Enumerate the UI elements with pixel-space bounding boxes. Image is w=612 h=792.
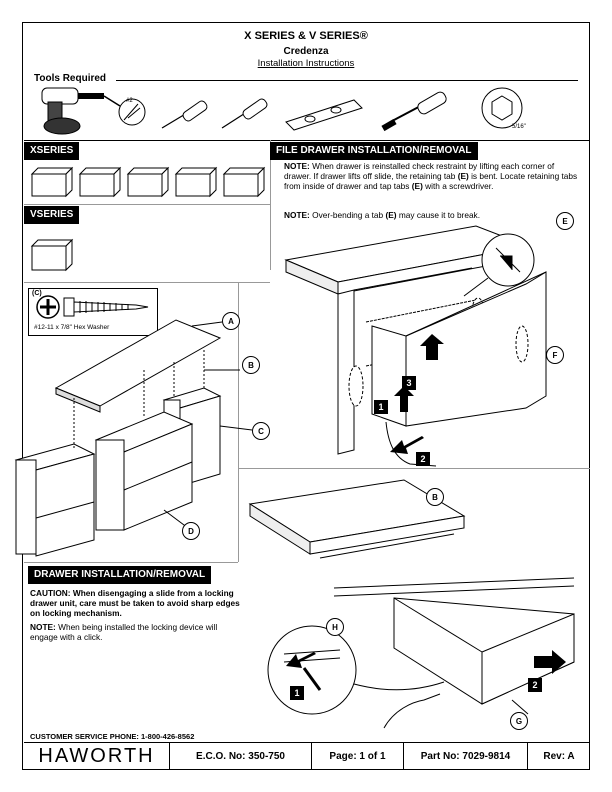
callout-f: F (546, 346, 564, 364)
step-3-marker: 3 (402, 376, 416, 390)
socket-label: 5/16" (512, 124, 526, 130)
xseries-unit-4 (174, 166, 218, 198)
file-drawer-front (371, 271, 547, 427)
note-1-label: NOTE: (284, 161, 310, 171)
file-pedestal-center (94, 411, 194, 531)
drawer-diagram (248, 479, 575, 729)
haworth-logo: HAWORTH (24, 743, 170, 769)
drawer-note: NOTE: When being installed the locking d… (30, 622, 234, 642)
tools-required-label: Tools Required (34, 73, 107, 84)
callout-b: B (242, 356, 260, 374)
step-1b-marker: 1 (290, 686, 304, 700)
phillips-screwdriver-icon (161, 100, 208, 129)
step-1-marker: 1 (374, 400, 388, 414)
drill-icon (41, 87, 121, 135)
nut-driver-icon (381, 91, 447, 132)
arrow-left-1 (286, 652, 316, 668)
file-drawer-banner: FILE DRAWER INSTALLATION/REMOVAL (270, 142, 478, 160)
drawer-note-label: NOTE: (30, 622, 56, 632)
xseries-unit-3 (126, 166, 170, 198)
hex-washer-screw-icon (36, 295, 149, 319)
socket-icon (481, 87, 523, 129)
note-1-ref-e1: (E) (457, 171, 469, 181)
page-frame (22, 22, 590, 770)
eco-number: E.C.O. No: 350-750 (170, 743, 312, 769)
arrow-pull-2b (534, 650, 566, 674)
xseries-banner: XSERIES (24, 142, 80, 160)
note-1-text-a: When drawer is reinstalled check restrai… (284, 161, 555, 181)
pedestal-left (14, 443, 96, 557)
footer-bar: HAWORTH E.C.O. No: 350-750 Page: 1 of 1 … (24, 742, 590, 769)
hardware-description: #12-11 x 7/8" Hex Washer (34, 324, 110, 331)
callout-c: C (252, 422, 270, 440)
tools-divider (116, 80, 578, 81)
note-2-text-b: may cause it to break. (398, 210, 481, 220)
vseries-thumbnail (30, 238, 74, 272)
phillips-bit-icon (118, 98, 146, 126)
arrow-up-1 (394, 386, 414, 412)
callout-b2: B (426, 488, 444, 506)
callout-h: H (326, 618, 344, 636)
vseries-divider (24, 282, 270, 283)
assembly-divider (238, 282, 239, 562)
drawer-note-text: When being installed the locking device … (30, 622, 218, 642)
hardware-box (28, 288, 158, 336)
xseries-divider (24, 204, 270, 205)
note-1-ref-e2: (E) (411, 181, 423, 191)
hand-bottom (383, 693, 441, 729)
credenza-assembly-diagram (14, 319, 253, 557)
vseries-banner: VSERIES (24, 206, 80, 224)
xseries-unit-2 (78, 166, 122, 198)
callout-e: E (556, 212, 574, 230)
note-2-label: NOTE: (284, 210, 310, 220)
hardware-label: (C) (32, 290, 42, 297)
note-1-text-b: is bent. Locate retaining tabs from insi… (284, 171, 578, 191)
page-number: Page: 1 of 1 (312, 743, 404, 769)
product-name: Credenza (283, 46, 329, 57)
drawer-banner: DRAWER INSTALLATION/REMOVAL (28, 566, 212, 584)
step-2-marker: 2 (416, 452, 430, 466)
note-1-text-c: with a screwdriver. (425, 181, 494, 191)
part-number: Part No: 7029-9814 (404, 743, 528, 769)
assembly-bottom-divider (24, 562, 238, 563)
cabinet-side (337, 289, 355, 455)
bit-label: #2 (126, 98, 133, 104)
file-drawer-divider (238, 468, 590, 469)
arrow-lift-3 (420, 334, 444, 360)
left-column-divider (270, 140, 271, 270)
callout-d: D (182, 522, 200, 540)
detail-magnifier (267, 625, 357, 715)
page-title: X SERIES & V SERIES® (244, 30, 368, 42)
drawer-box (393, 597, 575, 705)
xseries-thumbnails (30, 166, 266, 198)
xseries-unit-5 (222, 166, 266, 198)
drawer-caution: CAUTION: When disengaging a slide from a… (30, 588, 240, 618)
level-icon (285, 99, 363, 131)
doc-type: Installation Instructions (257, 58, 355, 69)
flat-screwdriver-icon (221, 98, 268, 129)
header-divider (24, 140, 590, 141)
note-2-text-a: Over-bending a tab (312, 210, 384, 220)
callout-g: G (510, 712, 528, 730)
file-drawer-note-1: NOTE: When drawer is reinstalled check r… (284, 161, 582, 191)
file-drawer-note-2: NOTE: Over-bending a tab (E) may cause i… (284, 210, 582, 220)
note-2-ref-e: (E) (385, 210, 397, 220)
customer-service-phone: CUSTOMER SERVICE PHONE: 1-800-426-8562 (30, 732, 195, 741)
arrow-pull-2 (390, 436, 424, 454)
xseries-unit-1 (30, 166, 74, 198)
file-drawer-diagram (284, 225, 547, 467)
revision: Rev: A (543, 750, 575, 762)
callout-a: A (222, 312, 240, 330)
step-2b-marker: 2 (528, 678, 542, 692)
